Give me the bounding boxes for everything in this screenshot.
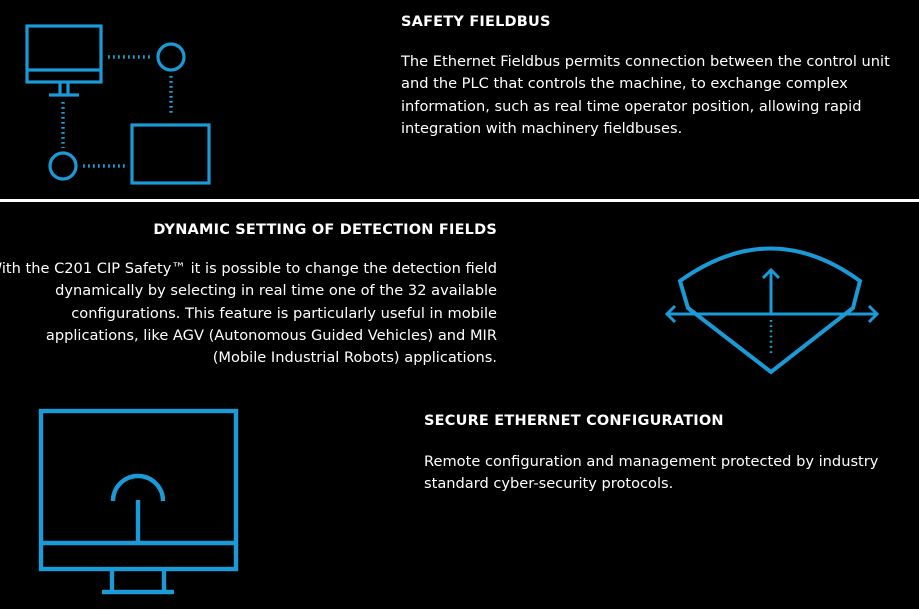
fieldbus-description-line: and the PLC that controls the machine, t… bbox=[401, 75, 848, 93]
detection-fields-description-line: applications, like AGV (Autonomous Guide… bbox=[45, 326, 497, 344]
secure-ethernet-description-line: standard cyber-security protocols. bbox=[424, 475, 674, 493]
fieldbus-description-line: integration with machinery fieldbuses. bbox=[401, 119, 683, 137]
fieldbus-heading: SAFETY FIELDBUS bbox=[401, 14, 551, 30]
fieldbus-description-line: information, such as real time operator … bbox=[401, 97, 862, 115]
detection-fields-heading: DYNAMIC SETTING OF DETECTION FIELDS bbox=[153, 222, 497, 238]
detection-field-icon bbox=[664, 246, 880, 375]
detection-fields-description-line: With the C201 CIP Safety™ it is possible… bbox=[0, 260, 497, 277]
detection-fields-description-line: configurations. This feature is particul… bbox=[71, 304, 497, 322]
secure-ethernet-description: Remote configuration and management prot… bbox=[424, 451, 878, 496]
secure-ethernet-description-line: Remote configuration and management prot… bbox=[424, 453, 879, 470]
detection-fields-description-line: (Mobile Industrial Robots) applications. bbox=[212, 349, 497, 367]
detection-fields-description: With the C201 CIP Safety™ it is possible… bbox=[0, 258, 497, 369]
secure-ethernet-heading: SECURE ETHERNET CONFIGURATION bbox=[424, 413, 724, 429]
fieldbus-network-icon bbox=[25, 24, 211, 185]
fieldbus-description-line: The Ethernet Fieldbus permits connection… bbox=[401, 53, 890, 70]
fieldbus-panel bbox=[0, 0, 919, 199]
secure-monitor-icon bbox=[38, 408, 239, 595]
detection-fields-description-line: dynamically by selecting in real time on… bbox=[55, 282, 497, 300]
fieldbus-description: The Ethernet Fieldbus permits connection… bbox=[401, 51, 890, 140]
